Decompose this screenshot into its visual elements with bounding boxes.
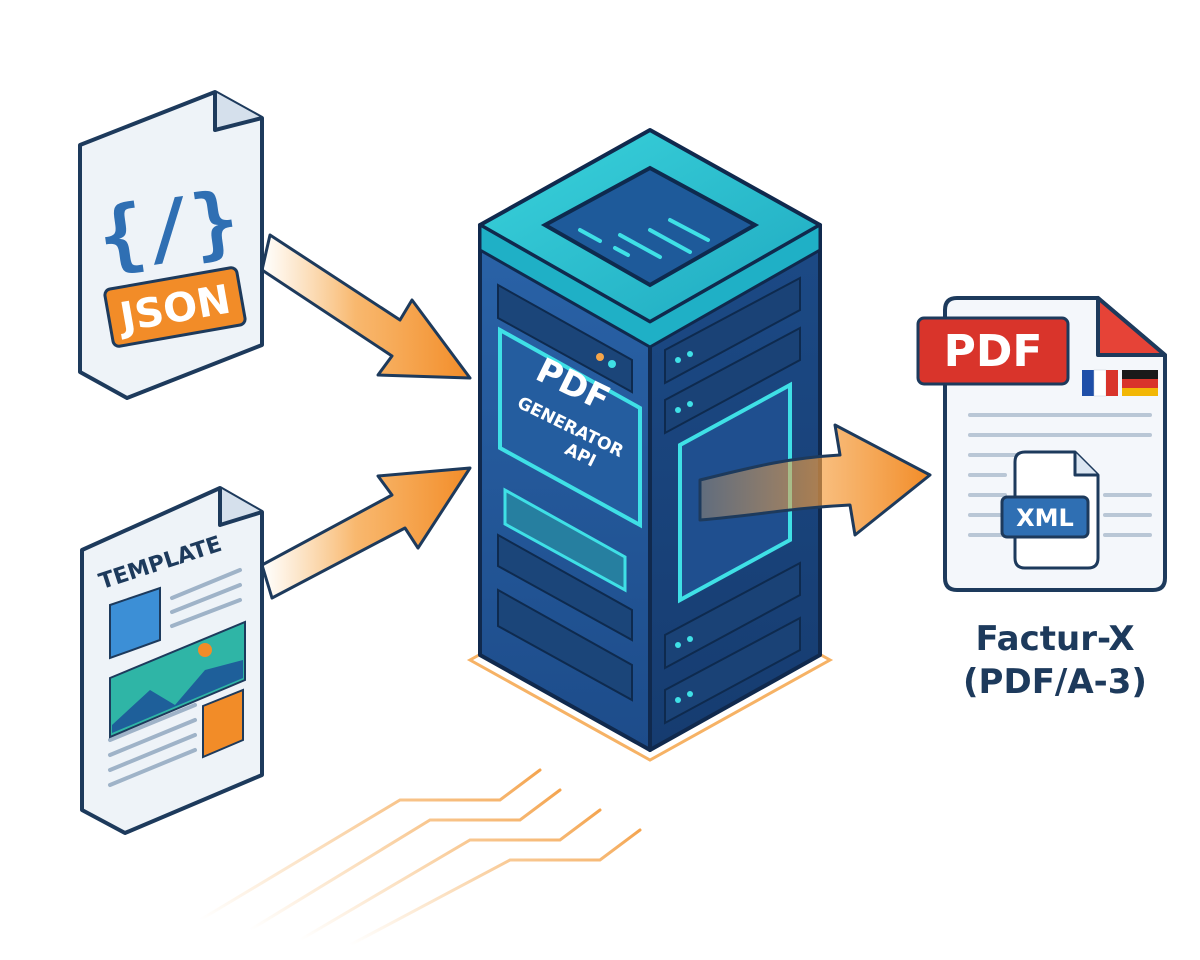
- output-arrow: [698, 423, 932, 537]
- code-braces-icon: {/}: [92, 175, 244, 284]
- landscape-image-icon: [109, 620, 246, 739]
- server-top-screen: [540, 165, 760, 288]
- xml-badge-label: XML: [1016, 504, 1074, 532]
- output-caption-line1: Factur-X: [975, 619, 1134, 659]
- output-pdf-document: PDF XML: [916, 296, 1167, 592]
- embedded-xml-document: XML: [1000, 450, 1100, 570]
- pdf-badge-label: PDF: [944, 326, 1043, 377]
- template-input-arrow: [260, 466, 472, 600]
- xml-badge: [1000, 495, 1090, 539]
- template-image-blue: [109, 586, 161, 660]
- circuit-traces: [198, 768, 642, 947]
- de-flag-icon: [1122, 370, 1158, 396]
- json-document: {/} JSON: [78, 90, 264, 400]
- server-rack-units-right: [664, 276, 801, 725]
- output-caption-line2: (PDF/A-3): [963, 662, 1147, 702]
- pdf-badge: [916, 316, 1070, 386]
- server-label-panel: [498, 326, 642, 529]
- server-rack-units-left: [497, 283, 633, 702]
- pdf-generator-server: PDF GENERATOR API: [478, 128, 822, 752]
- json-input-arrow: [260, 233, 472, 380]
- template-document: TEMPLATE: [80, 486, 264, 835]
- fr-flag-icon: [1082, 369, 1118, 397]
- pdf-text-lines: [968, 413, 1152, 537]
- template-text-lines: [108, 568, 242, 787]
- template-orange-block: [202, 688, 244, 759]
- json-badge: [103, 266, 247, 348]
